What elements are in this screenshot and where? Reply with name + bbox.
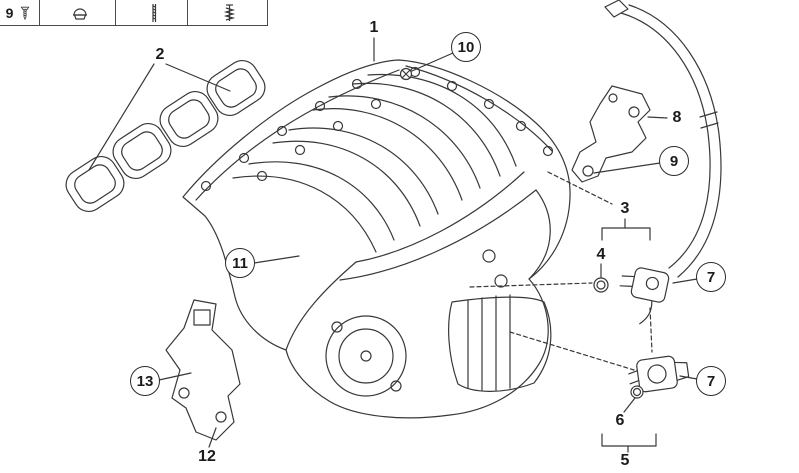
o-ring-lower <box>630 385 644 399</box>
screw-icon <box>20 6 30 20</box>
leader-lines <box>88 37 698 453</box>
support-bracket-right <box>571 85 651 183</box>
callout-10[interactable]: 10 <box>451 32 481 62</box>
legend-cell-stud <box>116 0 188 25</box>
callout-8[interactable]: 8 <box>672 109 682 126</box>
callout-1[interactable]: 1 <box>369 19 379 36</box>
dashed-guide-lines <box>469 171 653 371</box>
vent-valve-upper <box>619 267 670 325</box>
cap-nut-icon <box>72 7 87 20</box>
callout-6[interactable]: 6 <box>615 412 625 429</box>
intake-manifold-drawing <box>182 59 571 419</box>
legend-cell-cap-nut <box>40 0 116 25</box>
o-ring-upper <box>593 277 609 293</box>
support-bracket-left <box>165 299 241 441</box>
vent-valve-lower <box>628 355 690 393</box>
callout-11[interactable]: 11 <box>225 248 255 278</box>
callout-5[interactable]: 5 <box>620 452 630 469</box>
legend-number: 9 <box>5 4 14 21</box>
gasket-set <box>65 59 266 213</box>
callout-4[interactable]: 4 <box>596 246 606 263</box>
callout-7-lower[interactable]: 7 <box>696 366 726 396</box>
throttle-body <box>325 315 407 397</box>
callout-12[interactable]: 12 <box>198 448 216 465</box>
fastener-legend: 9 <box>0 0 268 26</box>
vent-hose <box>604 0 722 278</box>
stud-icon <box>151 3 156 22</box>
flange-bolt <box>399 67 413 81</box>
callout-9[interactable]: 9 <box>659 146 689 176</box>
callout-7-upper[interactable]: 7 <box>696 262 726 292</box>
legend-cell-screw: 9 <box>0 0 40 25</box>
callout-13[interactable]: 13 <box>130 366 160 396</box>
callout-2[interactable]: 2 <box>155 46 165 63</box>
flange-bolt-holes <box>200 66 554 192</box>
spring-bolt-icon <box>223 3 235 21</box>
callout-3[interactable]: 3 <box>620 200 630 217</box>
legend-cell-spring-bolt <box>188 0 268 25</box>
